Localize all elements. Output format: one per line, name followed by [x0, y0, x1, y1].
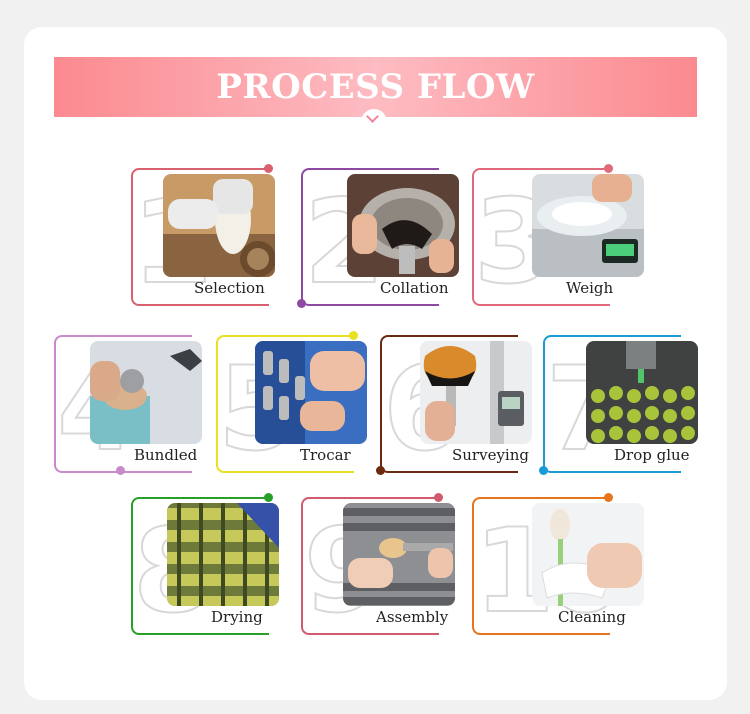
banner-notch — [361, 109, 387, 125]
surveying-photo — [420, 341, 532, 444]
process-step-1 — [131, 164, 273, 306]
drying-photo — [167, 503, 279, 606]
step-dot — [297, 299, 306, 308]
assembly-photo — [343, 503, 455, 606]
step-label: Assembly — [376, 608, 449, 626]
process-step-5 — [216, 331, 358, 473]
step-dot — [539, 466, 548, 475]
process-step-8 — [131, 493, 273, 635]
process-step-3 — [472, 164, 613, 306]
step-label: Collation — [380, 279, 449, 297]
process-step-7 — [539, 335, 681, 475]
collation-photo — [347, 174, 459, 277]
step-dot — [604, 164, 613, 173]
step-dot — [349, 331, 358, 340]
process-step-9 — [301, 493, 443, 635]
step-label: Surveying — [452, 446, 529, 464]
step-dot — [434, 493, 443, 502]
step-dot — [604, 493, 613, 502]
process-step-10 — [472, 493, 613, 635]
step-label: Selection — [194, 279, 265, 297]
process-step-2 — [297, 168, 439, 308]
title-banner: PROCESS FLOW — [54, 57, 697, 117]
process-step-4 — [54, 335, 192, 475]
selection-photo — [163, 174, 275, 277]
step-label: Bundled — [134, 446, 198, 464]
step-label: Drying — [211, 608, 263, 626]
step-label: Cleaning — [558, 608, 626, 626]
step-label: Trocar — [300, 446, 351, 464]
step-dot — [116, 466, 125, 475]
step-label: Weigh — [566, 279, 614, 297]
step-dot — [376, 466, 385, 475]
step-label: Drop glue — [614, 446, 690, 464]
process-step-6 — [376, 335, 518, 475]
bundled-photo — [90, 341, 202, 444]
step-dot — [264, 493, 273, 502]
cleaning-photo — [532, 503, 644, 606]
weigh-photo — [532, 174, 644, 277]
drop-glue-photo — [586, 341, 698, 444]
trocar-photo — [255, 341, 367, 444]
page-title: PROCESS FLOW — [216, 67, 535, 107]
step-dot — [264, 164, 273, 173]
